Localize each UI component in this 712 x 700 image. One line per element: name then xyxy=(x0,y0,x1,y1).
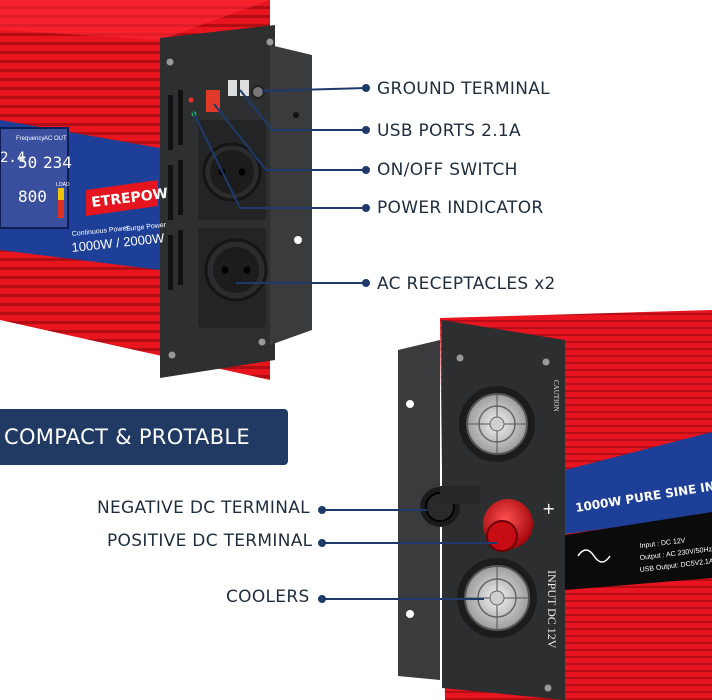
negative-terminal xyxy=(420,486,480,527)
input-dc-label: INPUT DC 12V xyxy=(545,570,559,649)
svg-text:AC OUT: AC OUT xyxy=(44,136,67,142)
bottom-label-strip xyxy=(565,432,712,534)
callout-negative-dc: NEGATIVE DC TERMINAL xyxy=(97,498,310,518)
callout-positive-dc: POSITIVE DC TERMINAL xyxy=(107,531,313,551)
callout-usb-ports: USB PORTS 2.1A xyxy=(377,121,521,141)
svg-text:+: + xyxy=(542,499,555,518)
lcd-screen xyxy=(0,128,68,228)
top-bracket xyxy=(270,45,312,345)
top-inverter xyxy=(0,0,312,380)
svg-text:234: 234 xyxy=(43,153,72,172)
svg-text:2.4: 2.4 xyxy=(0,150,25,166)
cooling-fan-top xyxy=(459,386,535,462)
svg-text:CAUTION: CAUTION xyxy=(552,380,560,412)
cooling-fan-bottom xyxy=(457,558,537,638)
spec-plate xyxy=(565,512,712,590)
bottom-inverter xyxy=(398,310,712,700)
feature-banner-text: COMPACT & PROTABLE xyxy=(4,425,250,449)
ground-screw xyxy=(251,85,265,99)
leader-lines xyxy=(192,84,497,603)
svg-text:Frequency: Frequency xyxy=(16,136,44,142)
svg-text:50: 50 xyxy=(18,153,37,172)
svg-text:LOAD: LOAD xyxy=(56,182,70,188)
svg-text:800: 800 xyxy=(18,187,47,206)
usb-port xyxy=(228,80,237,96)
callout-ac-receptacles: AC RECEPTACLES x2 xyxy=(377,274,556,294)
callout-ground-terminal: GROUND TERMINAL xyxy=(377,79,550,99)
brand-plate xyxy=(86,180,158,216)
power-led xyxy=(188,97,194,103)
feature-banner: COMPACT & PROTABLE xyxy=(0,409,288,465)
callout-on-off-switch: ON/OFF SWITCH xyxy=(377,160,518,180)
callout-coolers: COOLERS xyxy=(226,587,310,607)
callout-power-indicator: POWER INDICATOR xyxy=(377,198,544,218)
svg-text:Surge Power: Surge Power xyxy=(125,222,167,233)
